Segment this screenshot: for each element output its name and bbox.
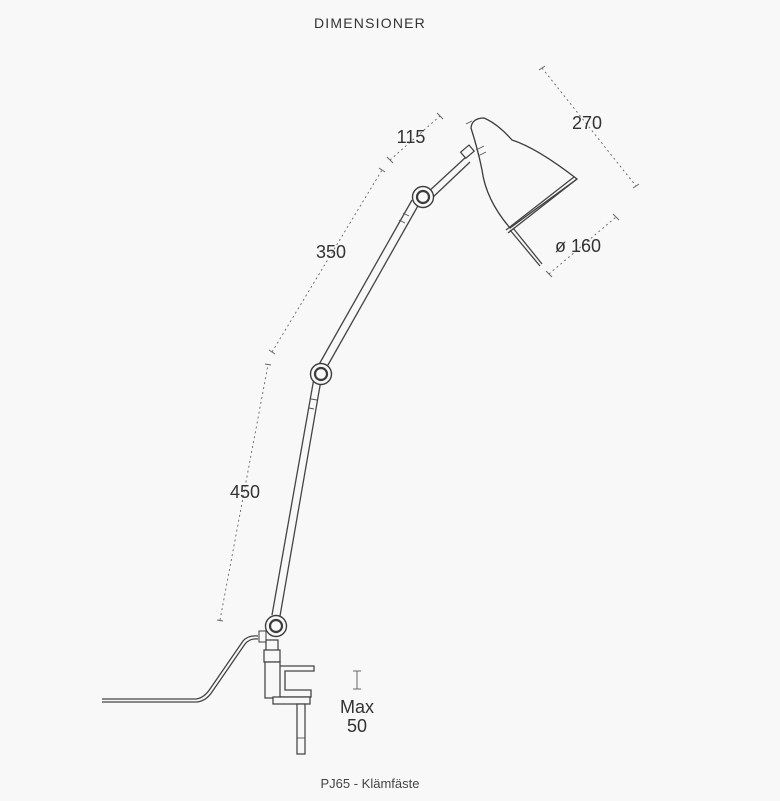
dimension-450: 450 <box>216 363 272 622</box>
dimension-max-value: 50 <box>347 716 367 736</box>
lamp-neck <box>426 144 476 200</box>
dimension-115: 115 <box>386 112 444 164</box>
middle-joint <box>309 362 333 386</box>
product-caption: PJ65 - Klämfäste <box>320 776 420 791</box>
dimension-max-label: Max <box>340 697 374 717</box>
dimension-270-label: 270 <box>572 113 602 133</box>
table-clamp <box>263 639 315 755</box>
upper-arm <box>316 199 420 373</box>
dimension-350: 350 <box>268 167 386 355</box>
dimension-450-label: 450 <box>230 482 260 502</box>
bottom-joint <box>258 614 288 643</box>
dimension-115-label: 115 <box>397 127 426 147</box>
dimension-270: 270 <box>538 65 640 189</box>
dimension-160-label: ø 160 <box>555 236 601 256</box>
power-cable <box>102 635 259 703</box>
dimension-160: ø 160 <box>545 213 620 278</box>
lower-arm <box>271 377 322 617</box>
dimension-350-label: 350 <box>316 242 346 262</box>
top-joint <box>411 185 435 209</box>
page-title: DIMENSIONER <box>314 15 426 31</box>
dimension-max-clamp: Max 50 <box>340 670 374 736</box>
lamp-shade <box>465 117 579 267</box>
